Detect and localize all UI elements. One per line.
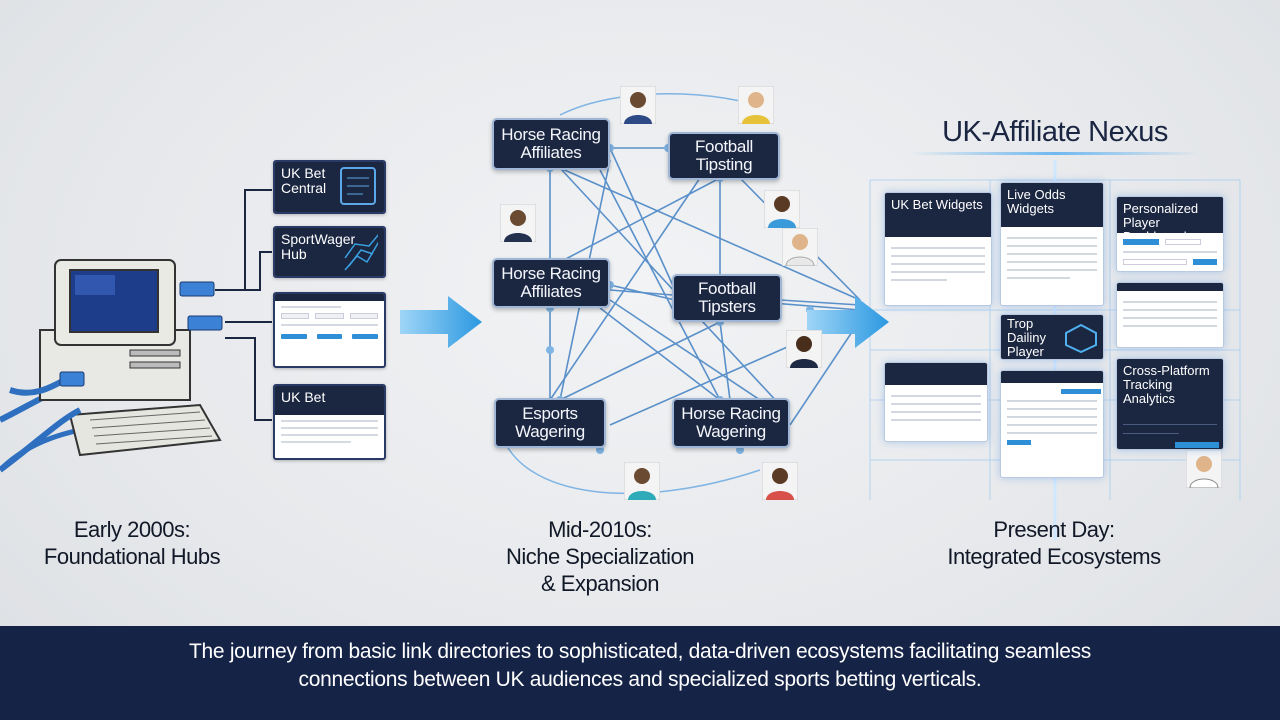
card-uk-bet-widgets: UK Bet Widgets bbox=[884, 192, 992, 306]
card-personalized-player-dashboard: Personalized Player Dashboard bbox=[1116, 196, 1224, 272]
card-bet-list bbox=[1000, 370, 1104, 478]
panel-title: UK Bet Central bbox=[281, 165, 327, 196]
card-title: Trop Dailiny Player bbox=[1007, 316, 1047, 359]
person-avatar-icon bbox=[786, 330, 822, 368]
node-football-tipsting: Football Tipsting bbox=[668, 132, 780, 180]
node-line: Horse Racing bbox=[501, 264, 601, 283]
connection-lines bbox=[0, 93, 1241, 540]
early-panel-uk-bet-central: UK Bet Central bbox=[273, 160, 386, 214]
person-avatar-icon bbox=[764, 190, 800, 228]
retro-computer-icon bbox=[0, 259, 223, 473]
card-odds-list bbox=[884, 362, 988, 442]
node-line: Wagering bbox=[515, 422, 585, 441]
panel-title: UK Bet bbox=[281, 389, 326, 405]
betslip-icon bbox=[340, 167, 377, 205]
card-title: Live Odds Widgets bbox=[1001, 183, 1103, 227]
node-line: Tipsters bbox=[698, 297, 756, 316]
person-avatar-icon bbox=[738, 86, 774, 124]
person-avatar-icon bbox=[624, 462, 660, 500]
early-panel-directory bbox=[273, 292, 386, 368]
era-subheading: Foundational Hubs bbox=[43, 544, 221, 569]
node-line: Horse Racing bbox=[681, 404, 781, 423]
card-title: UK Bet Widgets bbox=[885, 193, 991, 237]
era-present-label: Present Day: Integrated Ecosystems bbox=[920, 516, 1188, 570]
era-heading: Mid-2010s: bbox=[548, 517, 652, 542]
node-horse-racing-affiliates: Horse Racing Affiliates bbox=[492, 118, 610, 170]
node-horse-racing-affiliates-2: Horse Racing Affiliates bbox=[492, 258, 610, 308]
shield-icon bbox=[1065, 323, 1097, 353]
early-panel-uk-bet: UK Bet bbox=[273, 384, 386, 460]
era-subheading-2: & Expansion bbox=[540, 571, 660, 596]
arrow-right-icon bbox=[807, 296, 889, 348]
card-trop-dailiny-player: Trop Dailiny Player bbox=[1000, 314, 1104, 360]
node-line: Tipsting bbox=[695, 155, 753, 174]
arrow-right-icon bbox=[400, 296, 482, 348]
node-esports-wagering: Esports Wagering bbox=[494, 398, 606, 448]
card-title: Cross-Platform Tracking Analytics bbox=[1123, 363, 1210, 406]
era-heading: Present Day: bbox=[993, 517, 1115, 542]
person-avatar-icon bbox=[782, 228, 818, 266]
card-title: Personalized Player Dashboard bbox=[1117, 197, 1223, 244]
node-line: Horse Racing bbox=[501, 125, 601, 144]
era-subheading: Integrated Ecosystems bbox=[947, 544, 1161, 569]
node-line: Football bbox=[694, 137, 754, 156]
card-live-odds-widgets: Live Odds Widgets bbox=[1000, 182, 1104, 306]
person-avatar-icon bbox=[620, 86, 656, 124]
card-table-widget bbox=[1116, 282, 1224, 348]
person-avatar-icon bbox=[1186, 450, 1222, 488]
node-line: Esports bbox=[522, 404, 578, 423]
node-football-tipsters: Football Tipsters bbox=[672, 274, 782, 322]
node-line: Affiliates bbox=[520, 143, 582, 162]
panel-title: SportWager Hub bbox=[281, 231, 356, 262]
early-panel-sportwager-hub: SportWager Hub bbox=[273, 226, 386, 278]
card-cross-platform-analytics: Cross-Platform Tracking Analytics bbox=[1116, 358, 1224, 450]
caption-line-1: The journey from basic link directories … bbox=[189, 640, 1091, 663]
footer-caption: The journey from basic link directories … bbox=[0, 626, 1280, 720]
node-line: Wagering bbox=[696, 422, 766, 441]
era-early-label: Early 2000s: Foundational Hubs bbox=[20, 516, 244, 570]
title-underline bbox=[910, 152, 1200, 155]
node-horse-racing-wagering: Horse Racing Wagering bbox=[672, 398, 790, 448]
era-mid-label: Mid-2010s: Niche Specialization & Expans… bbox=[470, 516, 730, 597]
person-avatar-icon bbox=[762, 462, 798, 500]
caption-line-2: connections between UK audiences and spe… bbox=[298, 668, 982, 691]
node-line: Football bbox=[697, 279, 757, 298]
era-subheading: Niche Specialization bbox=[505, 544, 695, 569]
nexus-title: UK-Affiliate Nexus bbox=[942, 116, 1168, 148]
node-line: Affiliates bbox=[520, 282, 582, 301]
person-avatar-icon bbox=[500, 204, 536, 242]
circuit-pattern-icon bbox=[344, 234, 378, 271]
era-heading: Early 2000s: bbox=[73, 517, 191, 542]
